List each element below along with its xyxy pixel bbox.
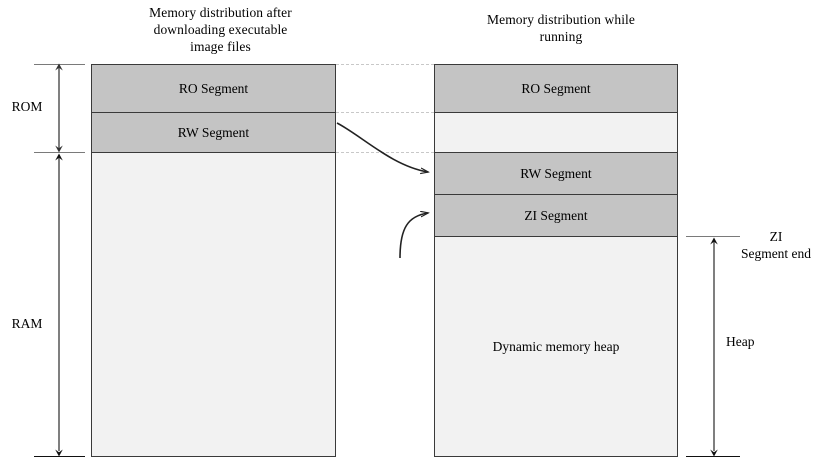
guide-line-top <box>336 64 434 65</box>
ram-dimension-arrow <box>55 153 63 457</box>
rom-dimension-arrow <box>55 63 63 153</box>
left-segment-ro: RO Segment <box>92 65 335 113</box>
ram-bottom-tick <box>34 456 85 457</box>
zi-segment-end-tick <box>686 236 740 237</box>
right-segment-ro: RO Segment <box>435 65 677 113</box>
heap-label: Heap <box>726 334 755 349</box>
left-segment-free <box>92 153 335 456</box>
rom-label: ROM <box>11 99 43 114</box>
heap-dimension-arrow <box>710 237 718 457</box>
ram-label: RAM <box>11 316 43 331</box>
right-segment-zi: ZI Segment <box>435 195 677 237</box>
right-segment-rw: RW Segment <box>435 153 677 195</box>
rw-relocation-arrow <box>336 122 428 172</box>
zi-segment-end-label: ZI Segment end <box>740 229 812 261</box>
right-segment-gap <box>435 113 677 153</box>
left-diagram-title: Memory distribution after downloading ex… <box>149 5 292 54</box>
heap-bottom-tick <box>686 456 740 457</box>
rom-ram-boundary-tick <box>34 152 85 153</box>
guide-line-rw-bottom <box>336 152 434 153</box>
zi-creation-arrow <box>399 213 428 259</box>
download-time-memory-map: RO Segment RW Segment <box>91 64 336 457</box>
rom-top-tick <box>34 64 85 65</box>
right-diagram-title: Memory distribution while running <box>487 12 635 44</box>
left-segment-rw: RW Segment <box>92 113 335 153</box>
right-segment-dynamic-heap: Dynamic memory heap <box>435 237 677 456</box>
guide-line-ro-bottom <box>336 112 434 113</box>
runtime-memory-map: RO Segment RW Segment ZI Segment Dynamic… <box>434 64 678 457</box>
